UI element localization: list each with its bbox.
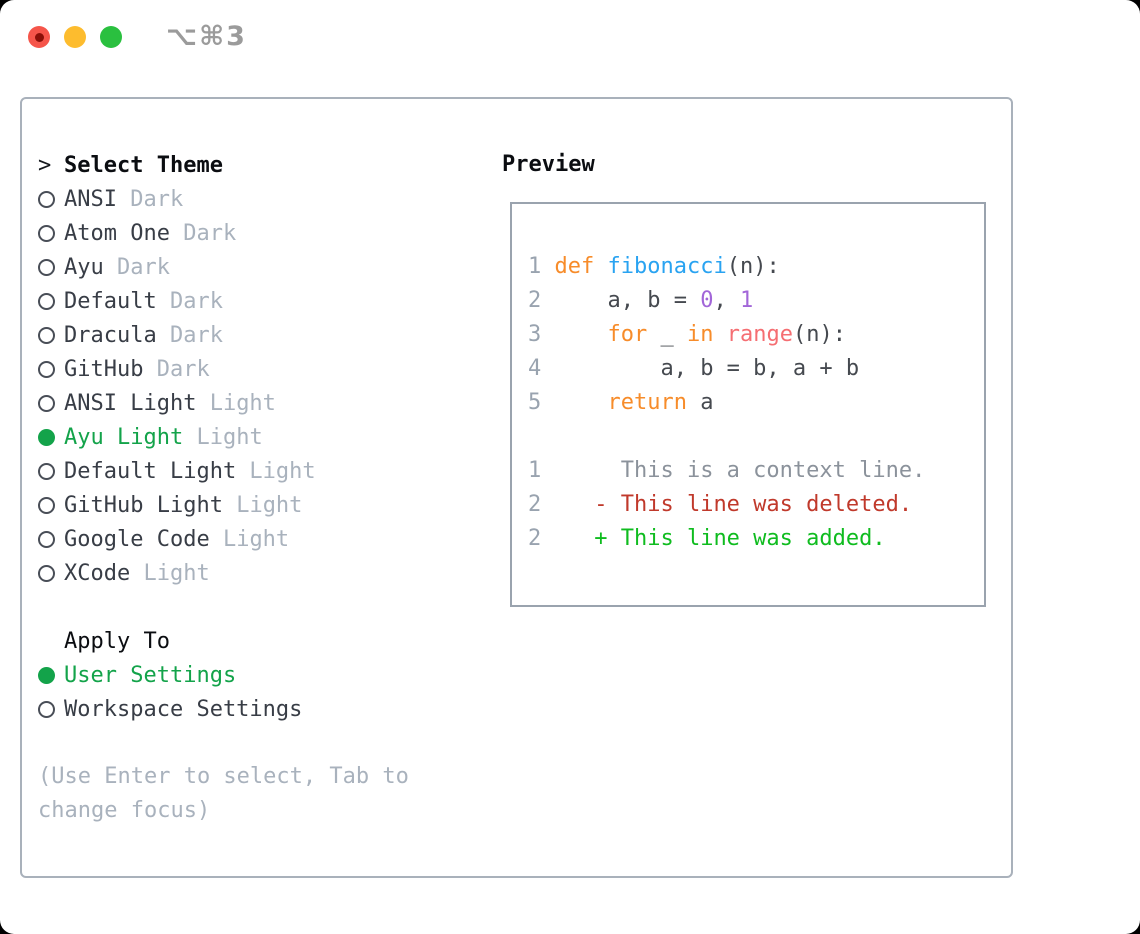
option-variant-label: Light [130, 560, 210, 586]
minimize-button[interactable] [64, 26, 86, 48]
radio-icon [38, 190, 55, 208]
select-theme-header-row: > Select Theme [38, 148, 483, 182]
apply-option-user-settings[interactable]: User Settings [38, 658, 483, 692]
theme-option-xcode-light[interactable]: XCode Light [38, 556, 483, 590]
option-label: GitHub Light [64, 492, 223, 518]
radio-icon [38, 292, 55, 310]
option-label: Ayu Light [64, 424, 184, 450]
option-variant-label: Dark [116, 186, 184, 212]
option-label: ANSI [64, 186, 117, 212]
theme-option-ayu-dark[interactable]: Ayu Dark [38, 250, 483, 284]
code-line: 4 a, b = b, a + b [528, 356, 860, 381]
option-label: GitHub [64, 356, 144, 382]
radio-icon [38, 224, 55, 242]
section-gap [38, 726, 483, 760]
code-line: 5 return a [528, 390, 714, 415]
option-label: Google Code [64, 526, 210, 552]
option-label: XCode [64, 560, 131, 586]
code-line: 1 This is a context line. [528, 458, 926, 483]
window-title-shortcut: ⌥⌘3 [166, 21, 247, 52]
radio-icon [38, 360, 55, 378]
option-variant-label: Light [183, 424, 263, 450]
option-label: Default Light [64, 458, 237, 484]
option-variant-label: Dark [143, 356, 210, 382]
option-label: Ayu [64, 254, 104, 280]
option-label: Dracula [64, 322, 157, 348]
preview-header: Preview [502, 152, 595, 177]
radio-icon [38, 326, 55, 344]
option-variant-label: Light [209, 526, 290, 552]
option-label: User Settings [64, 662, 237, 688]
theme-option-google-code-light[interactable]: Google Code Light [38, 522, 483, 556]
option-variant-label: Dark [169, 220, 237, 246]
zoom-button[interactable] [100, 26, 122, 48]
code-line: 2 - This line was deleted. [528, 492, 913, 517]
section-gap [38, 590, 483, 624]
option-variant-label: Dark [156, 288, 223, 314]
radio-icon [38, 700, 55, 718]
radio-icon [38, 258, 55, 276]
theme-option-default-light-light[interactable]: Default Light Light [38, 454, 483, 488]
option-variant-label: Light [196, 390, 276, 416]
theme-option-github-light-light[interactable]: GitHub Light Light [38, 488, 483, 522]
radio-icon [38, 564, 55, 582]
radio-selected-icon [38, 666, 55, 684]
radio-icon [38, 462, 55, 480]
option-variant-label: Light [222, 492, 303, 518]
code-line: 2 + This line was added. [528, 526, 886, 551]
radio-selected-icon [38, 428, 55, 446]
apply-to-header: Apply To [64, 628, 170, 654]
apply-option-workspace-settings[interactable]: Workspace Settings [38, 692, 483, 726]
theme-option-default-dark[interactable]: Default Dark [38, 284, 483, 318]
code-preview-box: 1 def fibonacci(n): 2 a, b = 0, 1 3 for _ … [510, 202, 986, 607]
option-label: Atom One [64, 220, 170, 246]
theme-option-ansi-dark[interactable]: ANSI Dark [38, 182, 483, 216]
theme-option-dracula-dark[interactable]: Dracula Dark [38, 318, 483, 352]
theme-option-ansi-light-light[interactable]: ANSI Light Light [38, 386, 483, 420]
theme-option-atom-one-dark[interactable]: Atom One Dark [38, 216, 483, 250]
code-line: 2 a, b = 0, 1 [528, 288, 754, 313]
option-variant-label: Light [236, 458, 316, 484]
option-variant-label: Dark [156, 322, 223, 348]
close-button-dot [34, 32, 44, 42]
code-line: 1 def fibonacci(n): [528, 254, 780, 279]
radio-icon [38, 496, 55, 514]
code-line [528, 420, 984, 454]
theme-option-ayu-light-light[interactable]: Ayu Light Light [38, 420, 483, 454]
radio-icon [38, 530, 55, 548]
option-label: Workspace Settings [64, 696, 303, 722]
code-lines: 1 def fibonacci(n): 2 a, b = 0, 1 3 for _ … [528, 250, 984, 556]
radio-icon [38, 394, 55, 412]
code-line: 3 for _ in range(n): [528, 322, 846, 347]
help-text: (Use Enter to select, Tab to change focu… [38, 764, 409, 823]
select-theme-header: Select Theme [64, 152, 223, 178]
apply-to-header-row: Apply To [38, 624, 483, 658]
option-variant-label: Dark [103, 254, 170, 280]
option-label: Default [64, 288, 157, 314]
option-label: ANSI Light [64, 390, 197, 416]
theme-option-github-dark[interactable]: GitHub Dark [38, 352, 483, 386]
focus-caret-icon: > [38, 152, 52, 178]
close-button[interactable] [28, 26, 50, 48]
